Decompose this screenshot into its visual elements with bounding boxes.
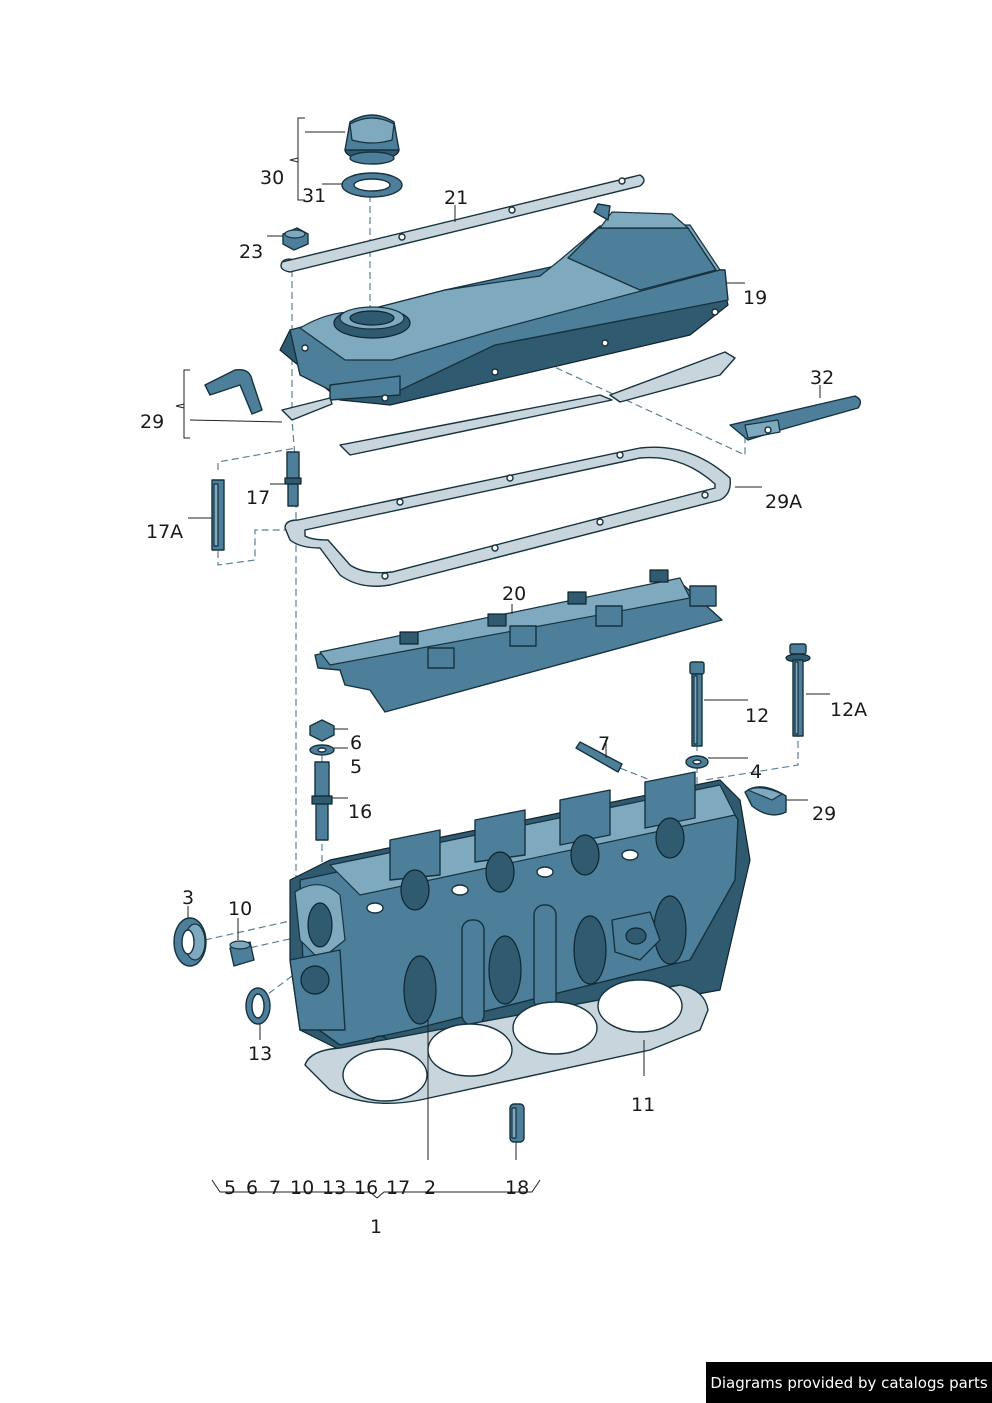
oil-baffle-plate	[314, 569, 723, 713]
kit-10: 10	[290, 1177, 314, 1199]
credit-banner: Diagrams provided by catalogs parts	[706, 1362, 992, 1403]
label-23: 23	[239, 241, 263, 263]
oil-filler-cap	[344, 114, 400, 165]
kit-2: 2	[424, 1177, 436, 1199]
label-30: 30	[260, 167, 284, 189]
label-12: 12	[745, 705, 769, 727]
nut-6	[309, 719, 335, 742]
filler-cap-seal	[341, 172, 403, 198]
label-5: 5	[350, 756, 362, 778]
stud-17	[284, 451, 302, 507]
cylinder-head-cover	[279, 203, 729, 406]
leader-lines	[175, 117, 830, 1199]
label-29-lower: 29	[812, 803, 836, 825]
label-6: 6	[350, 732, 362, 754]
label-1: 1	[370, 1216, 382, 1238]
kit-18: 18	[505, 1177, 529, 1199]
cover-gasket-29a	[284, 446, 731, 587]
label-3: 3	[182, 887, 194, 909]
label-12a: 12A	[830, 699, 867, 721]
kit-13: 13	[322, 1177, 346, 1199]
kit-16: 16	[354, 1177, 378, 1199]
cover-bolt-12	[689, 661, 705, 747]
label-4: 4	[750, 761, 762, 783]
bush-10	[229, 940, 255, 967]
stud-7	[575, 741, 623, 773]
label-10: 10	[228, 898, 252, 920]
cover-bolt-12a	[785, 643, 811, 737]
cover-bracket	[729, 395, 862, 441]
cylinder-head-gasket	[304, 979, 709, 1104]
kit-6: 6	[246, 1177, 258, 1199]
dowel-pin-18	[509, 1103, 525, 1143]
label-17a: 17A	[146, 521, 183, 543]
label-16: 16	[348, 801, 372, 823]
label-21: 21	[444, 187, 468, 209]
label-11: 11	[631, 1094, 655, 1116]
kit-5: 5	[224, 1177, 236, 1199]
label-31: 31	[302, 185, 326, 207]
washer-5	[309, 744, 335, 756]
sleeve-13	[245, 987, 271, 1025]
cover-gasket-strip	[280, 174, 645, 273]
label-17: 17	[246, 487, 270, 509]
stud-17a	[211, 479, 225, 551]
kit-17: 17	[386, 1177, 410, 1199]
label-20: 20	[502, 583, 526, 605]
stud-16	[311, 761, 333, 841]
label-13: 13	[248, 1043, 272, 1065]
label-29a: 29A	[765, 491, 802, 513]
camshaft-plug	[744, 786, 787, 816]
cover-gasket-front	[281, 351, 736, 456]
washer-4	[685, 755, 709, 769]
label-7: 7	[598, 733, 610, 755]
kit-7: 7	[269, 1177, 281, 1199]
label-32: 32	[810, 367, 834, 389]
breather-pipe	[204, 369, 263, 415]
camshaft-oil-seal	[173, 917, 207, 967]
callout-labels: 30 31 21 23 19 32 29 17 17A 29A 20 12 12…	[140, 167, 867, 1238]
label-19: 19	[743, 287, 767, 309]
label-29-upper: 29	[140, 411, 164, 433]
